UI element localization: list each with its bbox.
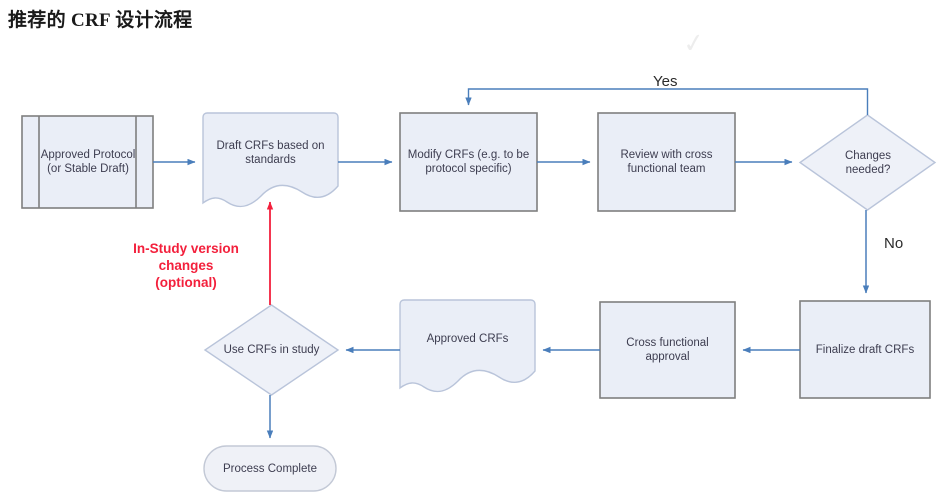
in-study-version-note: In-Study version changes (optional) [120, 240, 252, 291]
node-changes-needed[interactable] [798, 114, 937, 211]
node-use-crfs[interactable] [203, 304, 340, 396]
node-approved-crfs[interactable] [399, 299, 536, 393]
node-approved-protocol[interactable] [21, 115, 154, 209]
edge-label-no: No [884, 235, 904, 252]
in-study-note-line-2: changes [158, 258, 214, 273]
edge-label-yes: Yes [653, 73, 678, 90]
node-draft-crfs[interactable] [202, 112, 339, 208]
node-cross-approval[interactable] [599, 301, 736, 399]
edge-yes-loop [465, 88, 869, 115]
page-title: 推荐的 CRF 设计流程 [8, 10, 193, 31]
node-finalize-draft[interactable] [799, 300, 931, 399]
cursor-artifact-icon: ✓ [680, 26, 707, 60]
node-review-cross[interactable] [597, 112, 736, 212]
in-study-note-line-1: In-Study version [133, 241, 239, 256]
node-process-complete[interactable] [203, 445, 337, 492]
node-modify-crfs[interactable] [399, 112, 538, 212]
in-study-note-line-3: (optional) [155, 275, 217, 290]
